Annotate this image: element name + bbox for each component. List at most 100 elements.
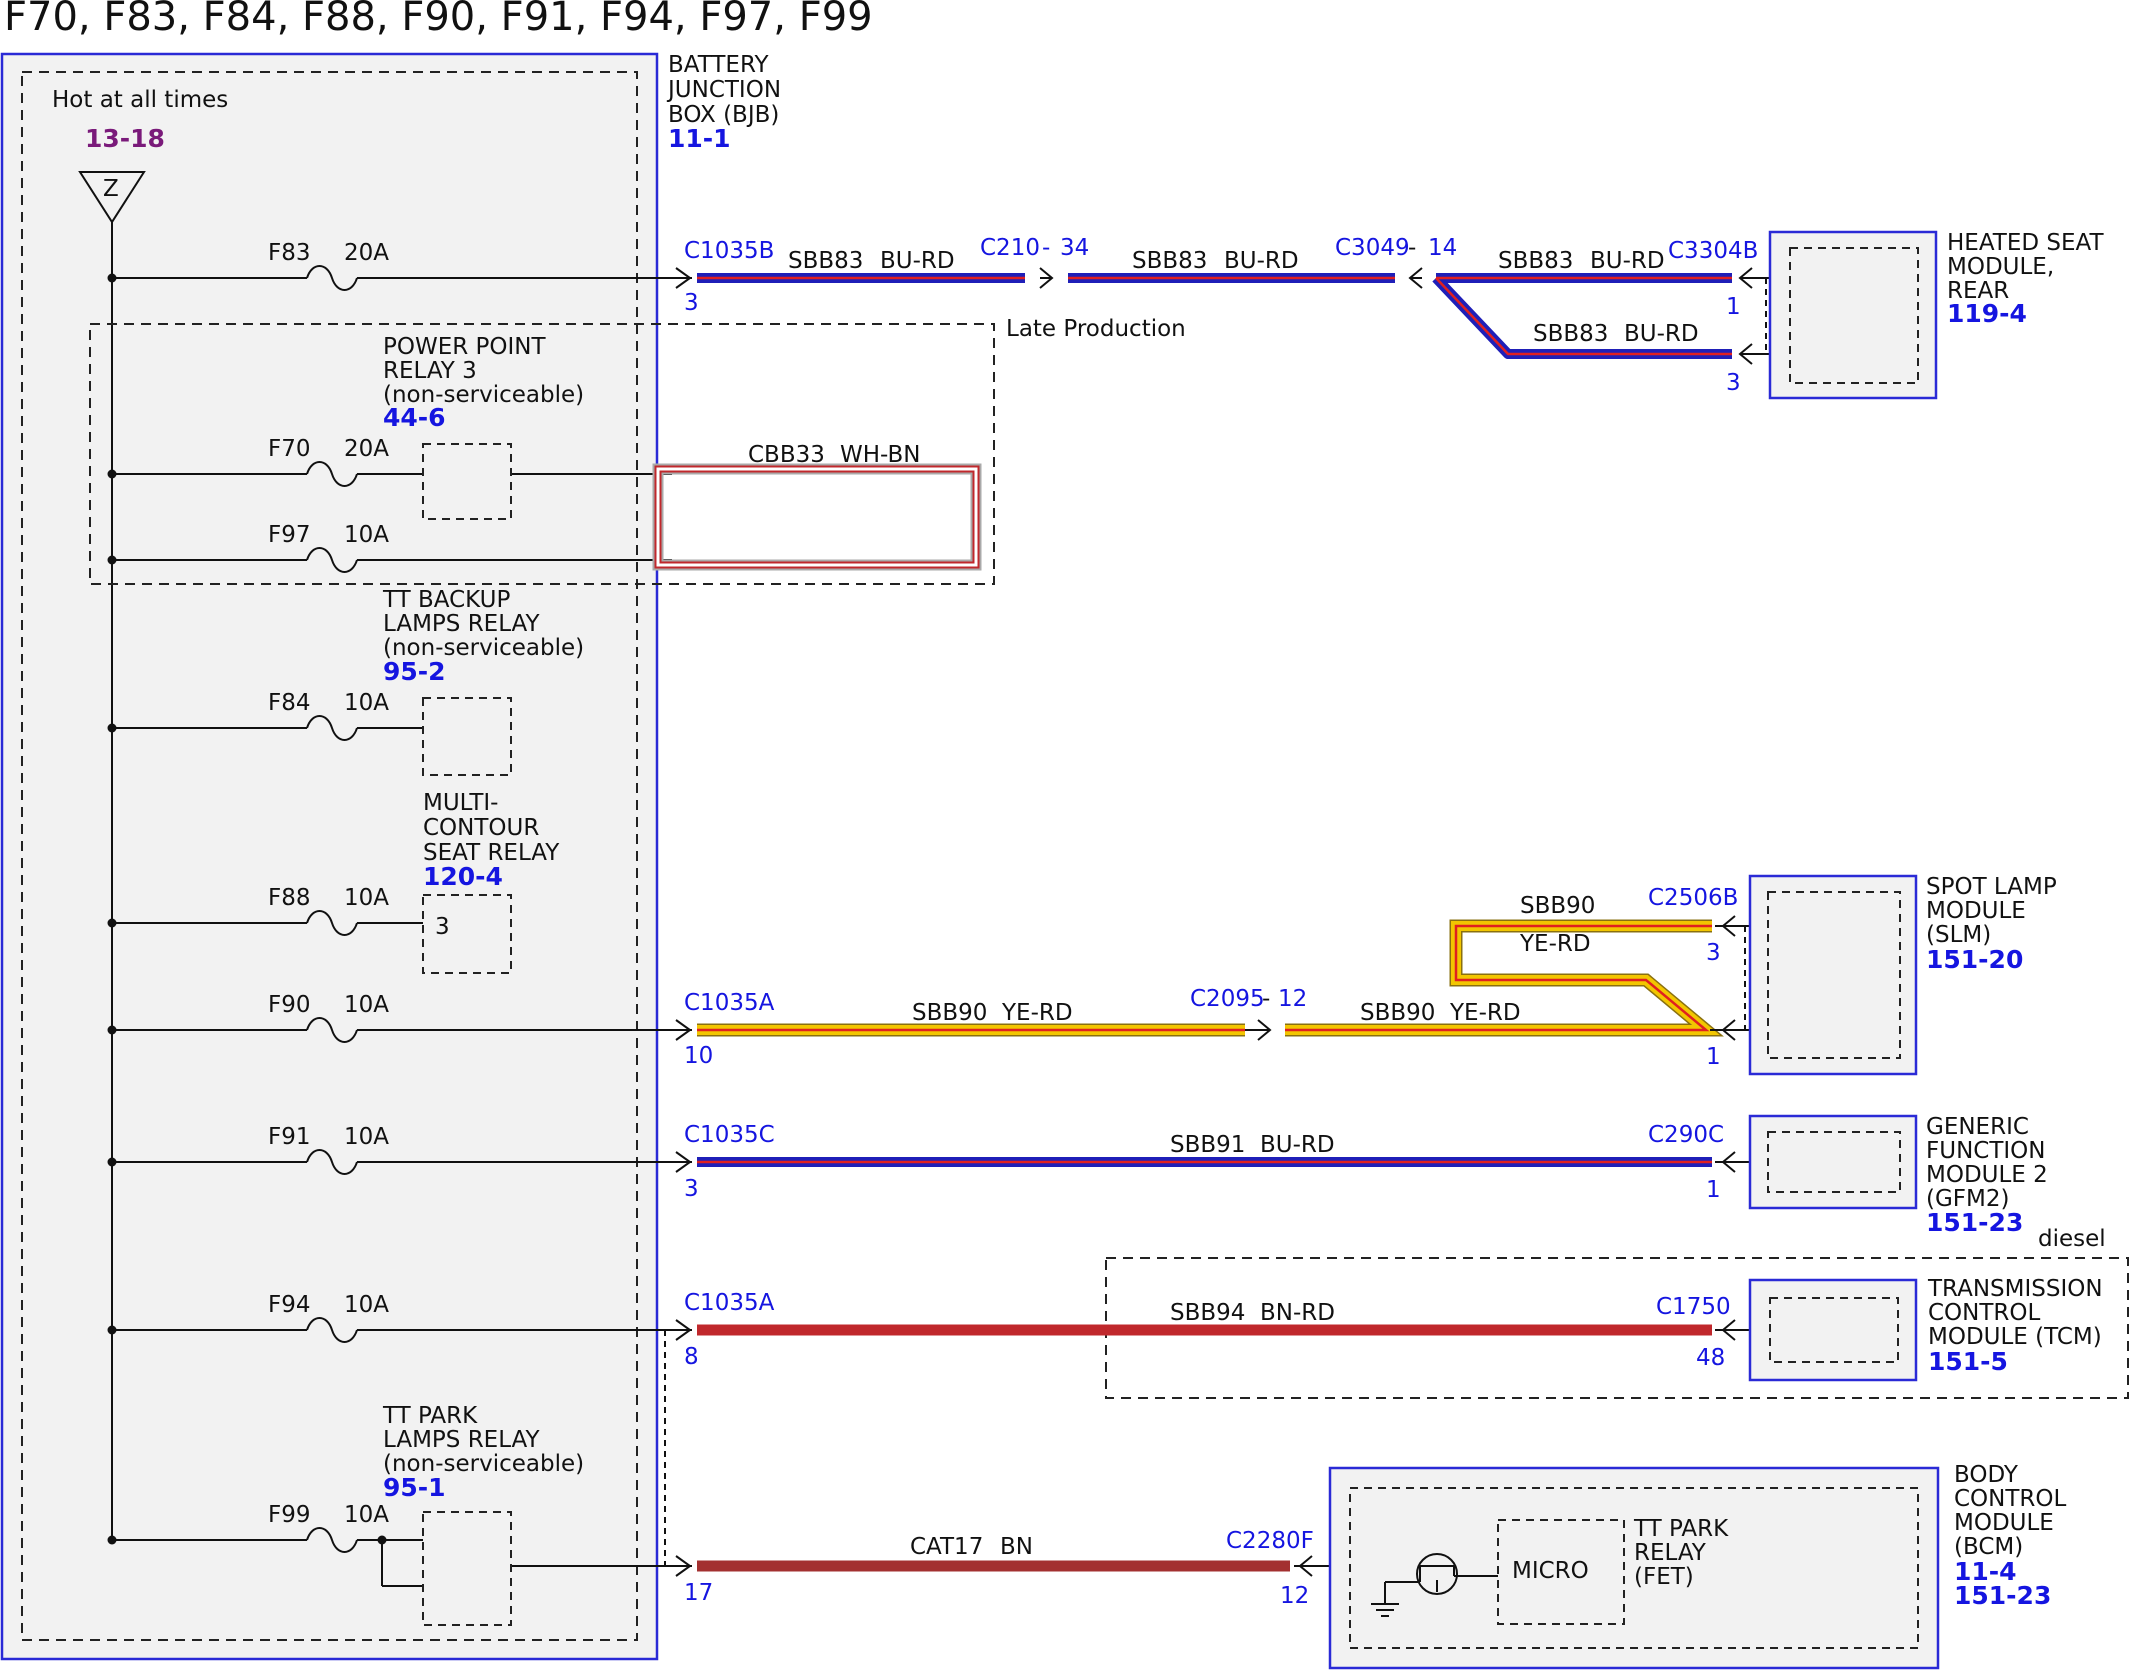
wire-sbb90-name-3: SBB90 — [1520, 893, 1595, 919]
relay-multi-contour-pin: 3 — [435, 914, 450, 940]
conn-c2506b: C2506B — [1648, 885, 1738, 911]
fuse-f90-rating: 10A — [344, 992, 389, 1018]
relay-multi-contour-line3: SEAT RELAY — [423, 840, 560, 866]
heated-seat-name-line1: HEATED SEAT — [1947, 230, 2104, 256]
bjb-inner-dashed-box — [21, 71, 638, 1641]
fuse-f97-rating: 10A — [344, 522, 389, 548]
conn-c1035a-top: C1035A — [684, 990, 775, 1016]
relay-tt-park-line3: (non-serviceable) — [383, 1451, 584, 1477]
wire-sbb83-name-1: SBB83 — [788, 248, 863, 274]
tcm-name-line1: TRANSMISSION — [1927, 1276, 2103, 1302]
fuse-f83-rating: 20A — [344, 240, 389, 266]
relay-tt-backup-ref[interactable]: 95-2 — [383, 657, 446, 686]
bjb-name-line1: BATTERY — [668, 52, 769, 78]
wire-sbb94-name: SBB94 — [1170, 1300, 1245, 1326]
spot-lamp-name-line2: MODULE — [1926, 898, 2026, 924]
wire-sbb90-color-2: YE-RD — [1449, 1000, 1521, 1026]
bcm-name-line1: BODY — [1954, 1462, 2019, 1488]
spot-lamp-ref[interactable]: 151-20 — [1926, 945, 2023, 974]
conn-c1035c: C1035C — [684, 1122, 775, 1148]
conn-c3304b-pin3: 3 — [1726, 370, 1741, 396]
spot-lamp-name-line3: (SLM) — [1926, 922, 1991, 948]
fet-icon — [1384, 1553, 1498, 1604]
wire-sbb94-color: BN-RD — [1260, 1300, 1335, 1326]
gfm2-name-line4: (GFM2) — [1926, 1186, 2009, 1212]
bcm-name-line4: (BCM) — [1954, 1534, 2023, 1560]
bcm-ref-2[interactable]: 151-23 — [1954, 1581, 2051, 1610]
wire-sbb83-color-3: BU-RD — [1590, 248, 1665, 274]
wire-sbb90-name-2: SBB90 — [1360, 1000, 1435, 1026]
conn-c3049-dash: - — [1408, 235, 1416, 261]
fuse-f84-name: F84 — [268, 690, 311, 716]
relay-power-point-line3: (non-serviceable) — [383, 382, 584, 408]
late-production-box — [89, 323, 995, 585]
diagram-title: F70, F83, F84, F88, F90, F91, F94, F97, … — [4, 0, 873, 40]
supply-label: Hot at all times — [52, 87, 228, 113]
bjb-page-ref[interactable]: 11-1 — [668, 124, 731, 153]
conn-c1035c-pin: 3 — [684, 1176, 699, 1202]
wire-cbb33-color: WH-BN — [840, 442, 921, 468]
fuse-f99-rating: 10A — [344, 1502, 389, 1528]
gfm2-module-inner — [1767, 1131, 1901, 1193]
relay-power-point-line2: RELAY 3 — [383, 358, 477, 384]
conn-c290c-pin: 1 — [1706, 1177, 1721, 1203]
bjb-name-line2: JUNCTION — [666, 77, 781, 103]
relay-multi-contour-line1: MULTI- — [423, 790, 498, 816]
wire-sbb83-name-2: SBB83 — [1132, 248, 1207, 274]
gfm2-name-line3: MODULE 2 — [1926, 1162, 2048, 1188]
wire-sbb90-color-3: YE-RD — [1519, 931, 1591, 957]
conn-cat17-pin: 17 — [684, 1580, 713, 1606]
tcm-module-box[interactable] — [1748, 1278, 1918, 1382]
fuse-f99-name: F99 — [268, 1502, 311, 1528]
bcm-ref-1[interactable]: 11-4 — [1954, 1557, 2017, 1586]
diesel-label: diesel — [2038, 1226, 2106, 1252]
relay-multi-contour-ref[interactable]: 120-4 — [423, 862, 503, 891]
heated-seat-module-inner — [1789, 247, 1919, 384]
gfm2-module-box[interactable] — [1748, 1114, 1918, 1210]
relay-power-point-ref[interactable]: 44-6 — [383, 403, 446, 432]
spot-lamp-module-box[interactable] — [1748, 874, 1918, 1076]
relay-tt-park-ref[interactable]: 95-1 — [383, 1473, 446, 1502]
late-production-label: Late Production — [1006, 316, 1186, 342]
gfm2-ref[interactable]: 151-23 — [1926, 1208, 2023, 1237]
gfm2-name-line1: GENERIC — [1926, 1114, 2029, 1140]
wire-sbb90 — [697, 919, 1724, 1037]
wire-sbb83 — [697, 273, 1732, 359]
fuse-rows — [112, 265, 672, 1587]
tcm-module-inner — [1769, 1297, 1899, 1363]
conn-c210: C210 — [980, 235, 1040, 261]
fuse-f88-name: F88 — [268, 885, 311, 911]
spot-lamp-module-inner — [1767, 891, 1901, 1059]
wire-sbb91-name: SBB91 — [1170, 1132, 1245, 1158]
gfm2-name-line2: FUNCTION — [1926, 1138, 2045, 1164]
conn-c210-dash: - — [1042, 235, 1050, 261]
wire-sbb83-color-4: BU-RD — [1624, 321, 1699, 347]
bus-junction-dots — [107, 273, 387, 1545]
fuse-f91-rating: 10A — [344, 1124, 389, 1150]
wire-sbb91-color: BU-RD — [1260, 1132, 1335, 1158]
supply-page-ref[interactable]: 13-18 — [85, 124, 165, 153]
relay-tt-backup-line1: TT BACKUP — [382, 587, 510, 613]
bcm-module-inner — [1349, 1487, 1919, 1649]
conn-c3304b: C3304B — [1668, 238, 1758, 264]
conn-c3049-pin: 14 — [1428, 235, 1457, 261]
relay-power-point-line1: POWER POINT — [383, 334, 547, 360]
wire-sbb83-name-3: SBB83 — [1498, 248, 1573, 274]
fuse-f97-name: F97 — [268, 522, 311, 548]
fuse-f70-rating: 20A — [344, 436, 389, 462]
heated-seat-module-box[interactable] — [1768, 230, 1938, 400]
supply-triangle-icon — [78, 171, 146, 224]
fuse-f88-rating: 10A — [344, 885, 389, 911]
wire-sbb83-color-2: BU-RD — [1224, 248, 1299, 274]
fuse-f83-name: F83 — [268, 240, 311, 266]
heated-seat-ref[interactable]: 119-4 — [1947, 299, 2027, 328]
bcm-module-box[interactable] — [1328, 1466, 1940, 1670]
tcm-ref[interactable]: 151-5 — [1928, 1347, 2008, 1376]
conn-c2506b-pin3: 3 — [1706, 940, 1721, 966]
fuse-f94-rating: 10A — [344, 1292, 389, 1318]
relay-multi-contour-line2: CONTOUR — [423, 815, 539, 841]
supply-symbol: Z — [103, 176, 119, 202]
conn-c2095-dash: - — [1262, 986, 1270, 1012]
